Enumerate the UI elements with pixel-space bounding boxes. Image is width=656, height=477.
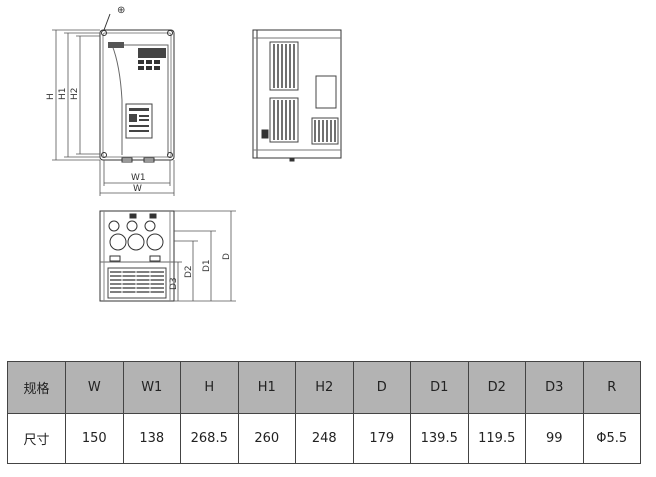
- header-cell: H2: [295, 361, 354, 414]
- dim-label-W1: W1: [131, 173, 146, 183]
- front-vertical-dims: [52, 29, 100, 161]
- dim-label-D3: D3: [169, 277, 179, 290]
- ground-symbol: ⊕: [117, 5, 125, 16]
- front-view: [99, 29, 175, 163]
- value-cell: 260: [237, 413, 296, 464]
- value-cell: 139.5: [410, 413, 469, 464]
- side-view: [252, 29, 342, 162]
- header-cell: D2: [467, 361, 526, 414]
- bottom-view: [99, 210, 175, 302]
- value-cell: 99: [525, 413, 584, 464]
- header-cell: R: [582, 361, 641, 414]
- header-cell: 规格: [7, 361, 66, 414]
- header-cell: D: [352, 361, 411, 414]
- dim-label-H1: H1: [58, 88, 68, 101]
- value-cell: Φ5.5: [582, 413, 641, 464]
- dimension-table: 规格 W W1 H H1 H2 D D1 D2 D3 R 尺寸 150 138 …: [7, 361, 641, 464]
- value-cell: 尺寸: [7, 413, 66, 464]
- dim-label-D2: D2: [184, 265, 194, 278]
- dim-label-H2: H2: [70, 88, 80, 101]
- header-cell: H: [180, 361, 239, 414]
- header-cell: D3: [525, 361, 584, 414]
- dimension-drawings: ⊕ H H1 H2 W1 W: [46, 5, 342, 302]
- table-row: 尺寸 150 138 268.5 260 248 179 139.5 119.5…: [7, 413, 641, 464]
- table-header-row: 规格 W W1 H H1 H2 D D1 D2 D3 R: [7, 361, 641, 414]
- value-cell: 179: [352, 413, 411, 464]
- value-cell: 119.5: [467, 413, 526, 464]
- bottom-dims: [174, 210, 236, 302]
- value-cell: 268.5: [180, 413, 239, 464]
- header-cell: W1: [122, 361, 181, 414]
- dim-label-D: D: [222, 253, 232, 260]
- front-horizontal-dims: [99, 160, 175, 196]
- dim-label-H: H: [46, 93, 56, 100]
- value-cell: 150: [65, 413, 124, 464]
- value-cell: 248: [295, 413, 354, 464]
- value-cell: 138: [122, 413, 181, 464]
- header-cell: W: [65, 361, 124, 414]
- dim-label-D1: D1: [202, 259, 212, 272]
- header-cell: H1: [237, 361, 296, 414]
- dim-label-W: W: [133, 184, 142, 194]
- header-cell: D1: [410, 361, 469, 414]
